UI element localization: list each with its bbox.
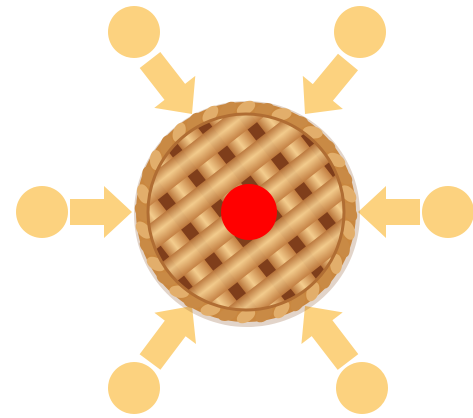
satellite-up-right bbox=[303, 6, 386, 114]
arrow-down-right bbox=[301, 306, 358, 370]
satellite-down-right bbox=[301, 306, 388, 414]
arrow-down-left bbox=[140, 306, 196, 370]
satellite-circle-left bbox=[16, 186, 68, 238]
satellite-up-left bbox=[108, 6, 195, 114]
satellite-down-left bbox=[108, 306, 196, 414]
satellite-circle-down-right bbox=[336, 362, 388, 414]
satellite-circle-up-right bbox=[334, 6, 386, 58]
center-marker bbox=[221, 184, 277, 240]
arrow-up-right bbox=[303, 54, 358, 114]
arrow-up-left bbox=[140, 52, 196, 114]
arrow-left bbox=[70, 186, 132, 238]
satellite-right bbox=[358, 186, 473, 238]
satellite-circle-right bbox=[422, 186, 473, 238]
satellite-left bbox=[16, 186, 132, 238]
satellite-circle-up-left bbox=[108, 6, 160, 58]
arrow-right bbox=[358, 186, 420, 238]
satellite-circle-down-left bbox=[108, 362, 160, 414]
